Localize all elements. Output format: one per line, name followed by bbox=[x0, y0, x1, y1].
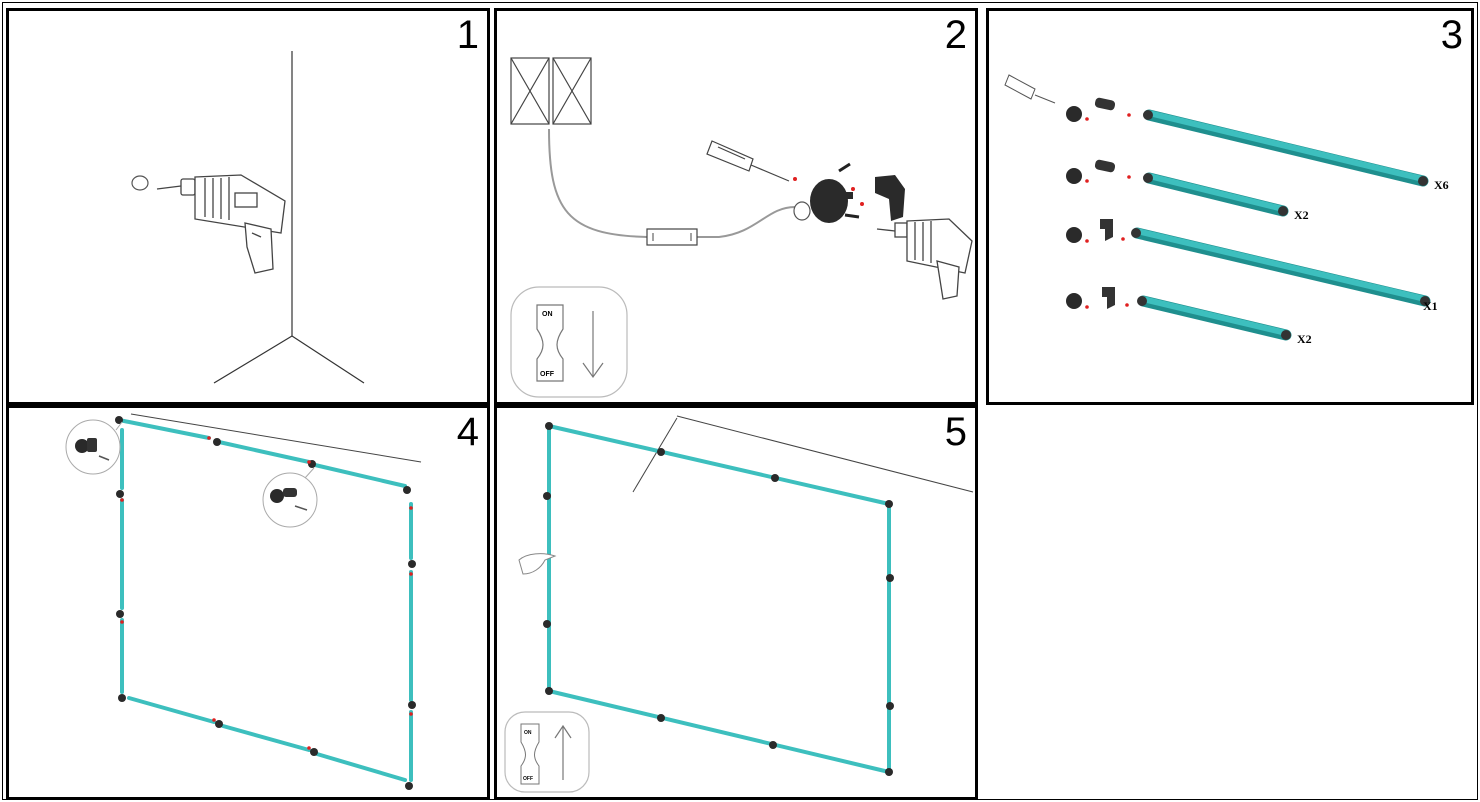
floor-line-right bbox=[292, 336, 364, 383]
step-3-panel: X6 X2 X1 X2 bbox=[986, 8, 1474, 405]
step-number: 3 bbox=[1441, 15, 1463, 55]
quantity-label: X6 bbox=[1434, 178, 1449, 192]
rod-assembly-2: X2 bbox=[1066, 159, 1309, 222]
drill-icon bbox=[157, 175, 285, 273]
step-number: 2 bbox=[945, 15, 967, 55]
floor-line-left bbox=[214, 336, 292, 383]
drill-hole-mark bbox=[132, 176, 148, 190]
step-1-panel: 1 bbox=[6, 8, 490, 405]
frame-connectors bbox=[543, 422, 894, 776]
detail-callout-joint bbox=[263, 468, 317, 527]
step-3-illustration: X6 X2 X1 X2 bbox=[989, 11, 1471, 402]
rod-assembly-3: X1 bbox=[1066, 219, 1438, 313]
step-2-panel: ON OFF 2 bbox=[494, 8, 978, 405]
rod-assembly-1: X6 bbox=[1066, 97, 1449, 192]
switch-on-label: ON bbox=[542, 311, 553, 318]
switch-on-label: ON bbox=[524, 730, 532, 736]
ceiling-line-right bbox=[677, 416, 973, 492]
power-adapter-icon bbox=[647, 229, 697, 245]
rod-assembly-4: X2 bbox=[1066, 287, 1312, 346]
step-5-panel: ON OFF 5 bbox=[494, 405, 978, 800]
frame-rods bbox=[119, 420, 411, 780]
power-cable bbox=[549, 129, 795, 237]
wall-hole-mark bbox=[794, 202, 810, 220]
power-switch-off-icon: ON OFF bbox=[511, 287, 627, 397]
step-number: 4 bbox=[457, 412, 479, 452]
quantity-label: X2 bbox=[1297, 332, 1312, 346]
drill-icon bbox=[877, 219, 972, 299]
quantity-label: X1 bbox=[1423, 299, 1438, 313]
quantity-label: X2 bbox=[1294, 208, 1309, 222]
detail-callout-corner bbox=[66, 420, 122, 474]
step-2-illustration: ON OFF bbox=[497, 11, 975, 402]
power-switch-on-icon: ON OFF bbox=[505, 712, 589, 792]
switch-off-label: OFF bbox=[540, 371, 555, 378]
step-1-illustration bbox=[9, 11, 487, 402]
frame-rods bbox=[549, 426, 889, 772]
step-5-illustration: ON OFF bbox=[497, 408, 975, 797]
frame-connectors bbox=[115, 416, 416, 790]
electrical-box-icon bbox=[511, 58, 591, 124]
switch-off-label: OFF bbox=[523, 776, 533, 782]
corner-connector-icon bbox=[875, 175, 905, 221]
screwdriver-icon bbox=[1005, 75, 1055, 103]
screwdriver-icon bbox=[707, 141, 789, 181]
step-4-panel: 4 bbox=[6, 405, 490, 800]
step-number: 5 bbox=[945, 412, 967, 452]
step-number: 1 bbox=[457, 15, 479, 55]
step-4-illustration bbox=[9, 408, 487, 797]
